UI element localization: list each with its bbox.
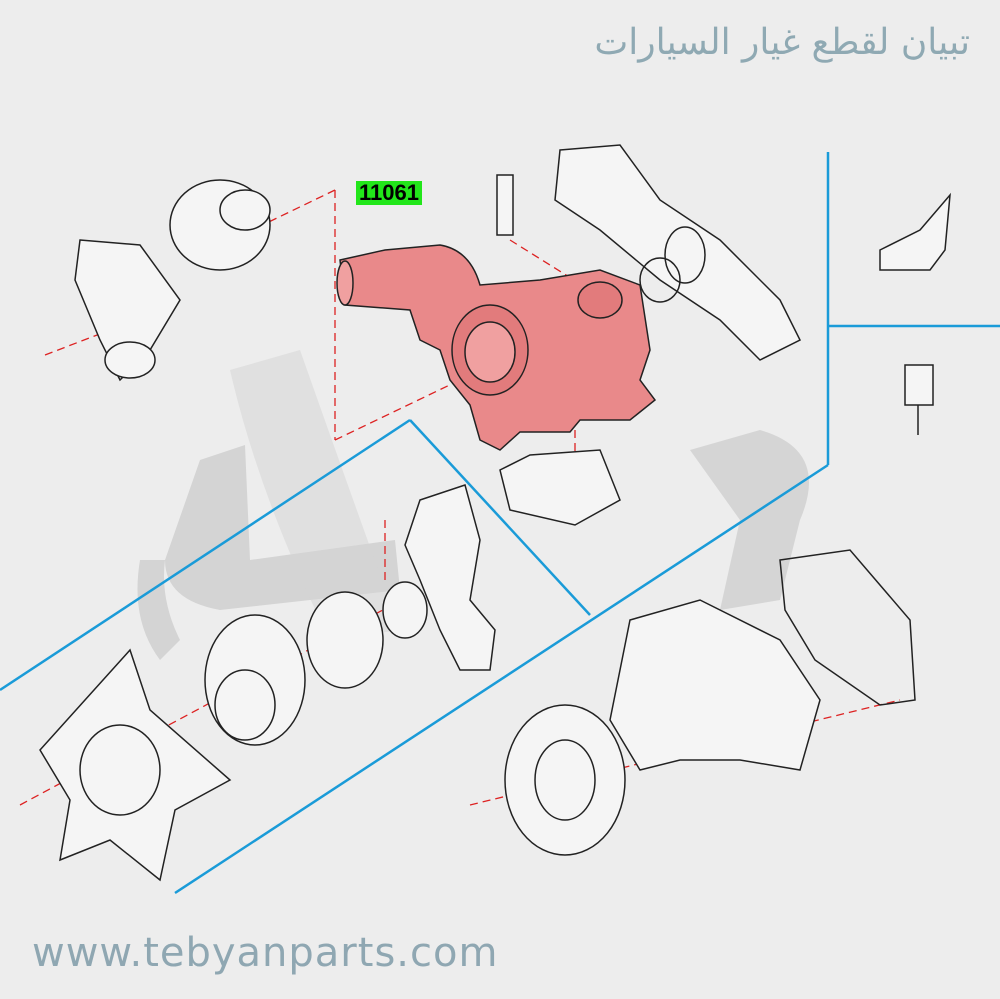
- water-outlet-housing-highlighted[interactable]: [336, 244, 657, 451]
- part-number-callout[interactable]: 11061: [356, 181, 422, 205]
- website-url[interactable]: www.tebyanparts.com: [32, 930, 499, 976]
- brand-title-arabic: تبيان لقطع غيار السيارات: [594, 22, 970, 63]
- section-dividers: [0, 152, 1000, 895]
- watermark-logo: [137, 350, 809, 660]
- other-parts: [39, 144, 951, 882]
